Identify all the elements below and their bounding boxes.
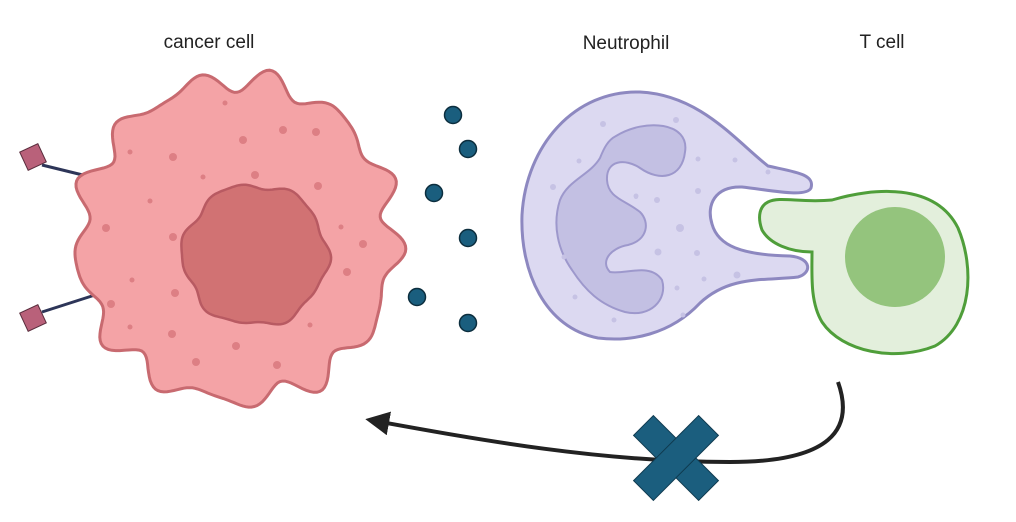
cancer-cell-label: cancer cell bbox=[164, 32, 255, 53]
receptor-bottom bbox=[19, 293, 96, 332]
t-cell-label: T cell bbox=[859, 32, 904, 53]
blocked-arrow bbox=[365, 381, 845, 465]
granule bbox=[129, 277, 135, 283]
granule bbox=[169, 153, 177, 161]
granule bbox=[168, 330, 176, 338]
cytokine-dot bbox=[458, 139, 478, 159]
granule bbox=[251, 171, 259, 179]
granule bbox=[343, 268, 351, 276]
granule bbox=[127, 149, 133, 155]
granule bbox=[312, 128, 320, 136]
granule bbox=[232, 342, 240, 350]
neutrophil-granules bbox=[550, 117, 771, 323]
granule bbox=[273, 361, 281, 369]
cytokine-dot bbox=[424, 183, 444, 203]
cytokine-dot bbox=[458, 313, 478, 333]
granule bbox=[239, 136, 247, 144]
granule bbox=[222, 100, 228, 106]
granule bbox=[279, 126, 287, 134]
granule bbox=[359, 240, 367, 248]
t-cell-nucleus bbox=[845, 207, 945, 307]
granule bbox=[147, 198, 153, 204]
granule bbox=[102, 224, 110, 232]
granule bbox=[338, 224, 344, 230]
cytokine-dot bbox=[443, 105, 463, 125]
cytokines bbox=[407, 105, 478, 333]
granule bbox=[192, 358, 200, 366]
cancer-cell-granules bbox=[102, 100, 367, 369]
cytokine-dot bbox=[407, 287, 427, 307]
block-x-icon bbox=[632, 414, 720, 502]
granule bbox=[169, 233, 177, 241]
granule bbox=[200, 174, 206, 180]
granule bbox=[107, 300, 115, 308]
granule bbox=[127, 324, 133, 330]
granule bbox=[307, 322, 313, 328]
neutrophil-label: Neutrophil bbox=[583, 33, 670, 54]
cancer-cell-nucleus bbox=[180, 183, 333, 326]
cytokine-dot bbox=[458, 228, 478, 248]
granule bbox=[171, 289, 179, 297]
neutrophil-nucleus bbox=[555, 124, 687, 315]
granule bbox=[314, 182, 322, 190]
